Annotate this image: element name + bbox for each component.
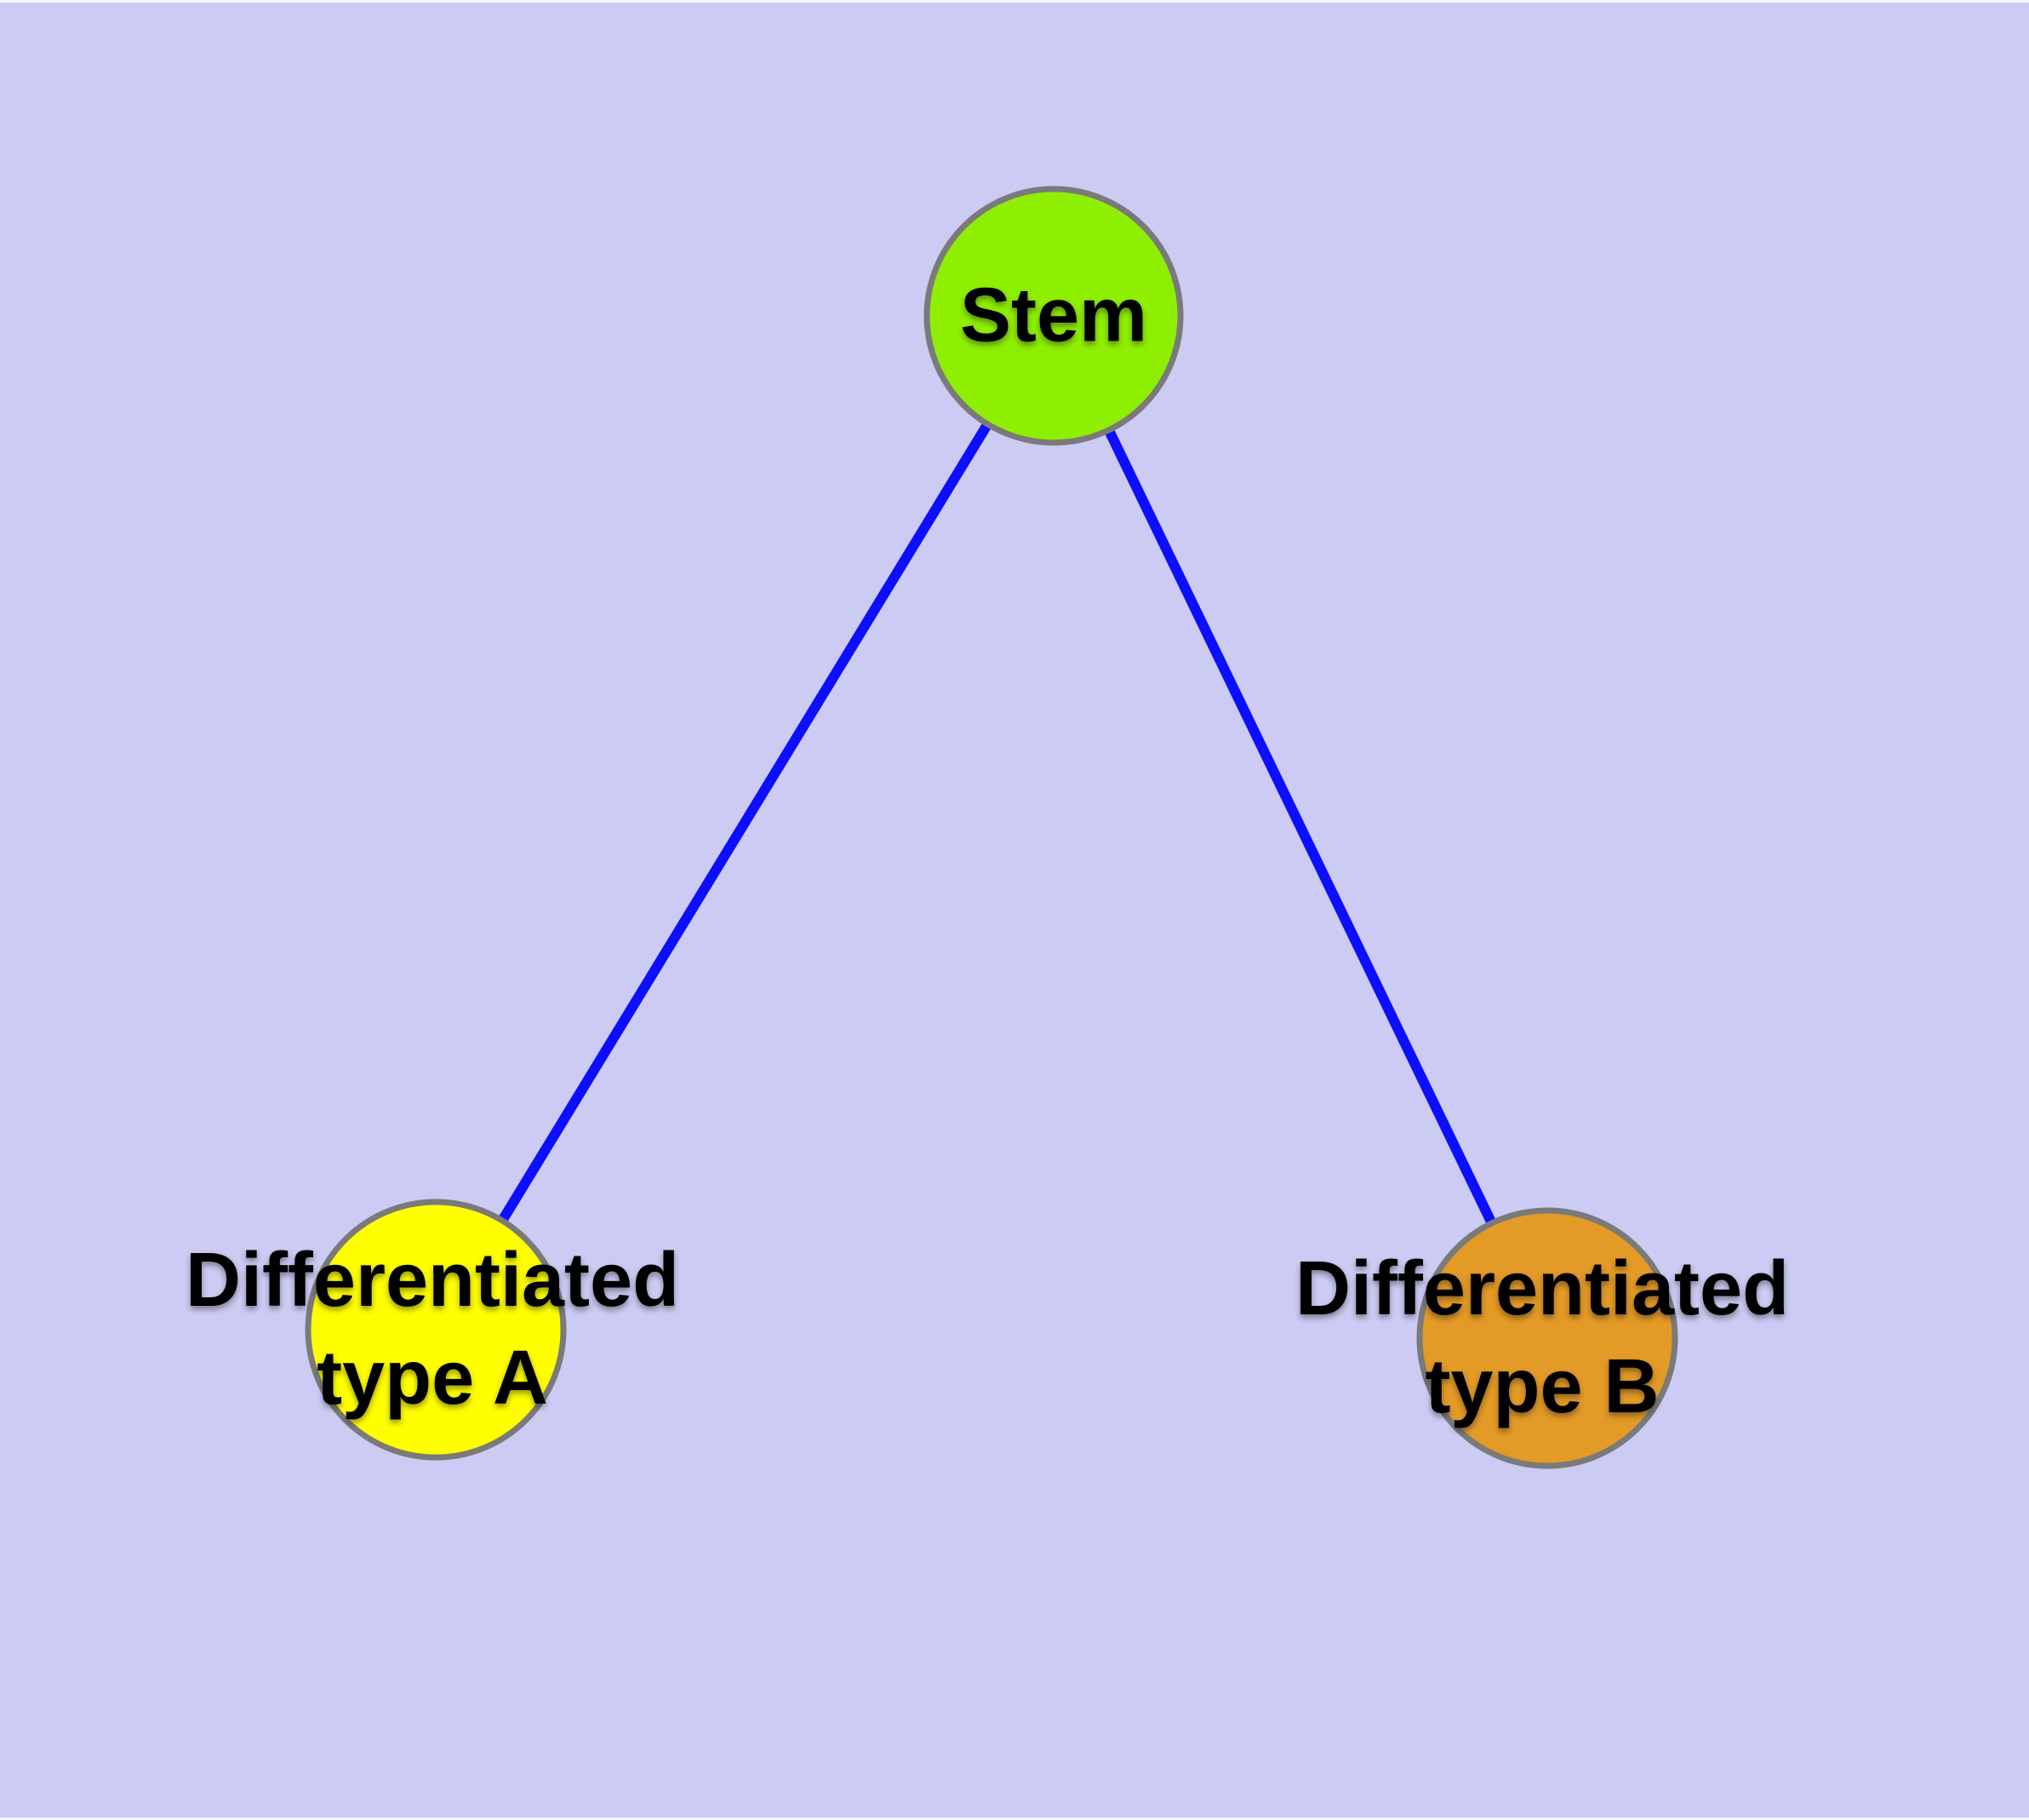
edge-stem-to-type-b	[1049, 313, 1552, 1341]
type-a-node-circle	[305, 1199, 567, 1461]
edge-stem-to-type-a	[431, 312, 1059, 1333]
type-b-node-circle	[1416, 1207, 1678, 1469]
stem-node-circle	[923, 186, 1184, 446]
